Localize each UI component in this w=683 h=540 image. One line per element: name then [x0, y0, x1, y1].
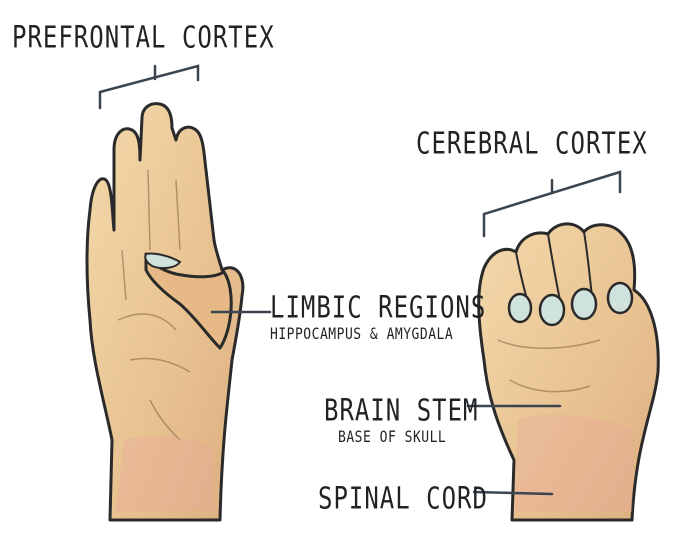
leader-lines — [98, 64, 622, 496]
palm-creases — [117, 169, 191, 441]
cerebral-cortex-label: CEREBRAL CORTEX — [416, 126, 648, 161]
thumbnail — [144, 252, 182, 270]
limbic-regions-sublabel: HIPPOCAMPUS & AMYGDALA — [270, 325, 454, 344]
limbic-regions-label: LIMBIC REGIONS — [270, 290, 487, 325]
prefrontal-cortex-label: PREFRONTAL CORTEX — [12, 20, 275, 55]
spinal-cord-label: SPINAL CORD — [318, 481, 488, 516]
brain-stem-sublabel: BASE OF SKULL — [338, 428, 447, 447]
closed-fist — [477, 222, 660, 522]
folded-thumb — [144, 252, 233, 350]
fingernails — [507, 281, 634, 327]
fist-pink-tone — [514, 414, 634, 512]
cerebral-bracket — [482, 170, 622, 238]
wrist-pink-tone — [116, 435, 214, 512]
fist-creases — [497, 339, 601, 393]
prefrontal-bracket — [98, 64, 200, 110]
brain-stem-label: BRAIN STEM — [324, 393, 479, 428]
spinal-cord-pointer-line — [472, 490, 554, 496]
open-hand-shape — [85, 102, 245, 522]
open-hand-with-thumb-folded — [85, 102, 245, 522]
